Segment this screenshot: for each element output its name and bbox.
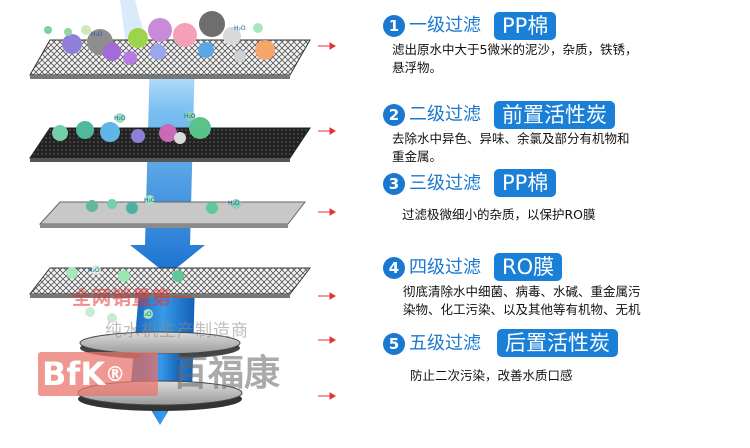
stage-5-number: 5 — [383, 333, 405, 355]
arrow-2 — [318, 127, 336, 135]
molecule-label: H₂O — [140, 311, 152, 318]
stage-3-number: 3 — [383, 173, 405, 195]
watermark-subtitle: 纯水机生产制造商 — [105, 321, 249, 341]
molecule-label: H₂O — [234, 25, 246, 32]
layer-3-pp-cotton — [38, 201, 307, 225]
stage-1-description: 滤出原水中大于5微米的泥沙，杂质，铁锈， 悬浮物。 — [392, 41, 637, 77]
description-line: 过滤极微细小的杂质，以保护RO膜 — [402, 207, 596, 222]
stage-2-title: 二级过滤 — [409, 104, 481, 125]
arrow-5 — [318, 336, 336, 344]
stage-4-media-badge: RO膜 — [494, 253, 563, 281]
logo-registered-mark: ® — [105, 362, 126, 386]
water-flow-column — [130, 55, 205, 275]
molecule-label: H₂O — [184, 113, 196, 120]
description-line: 彻底清除水中细菌、病毒、水碱、重金属污 — [403, 284, 641, 299]
stage-2-description: 去除水中异色、异味、余氯及部分有机物和 重金属。 — [392, 130, 630, 166]
watermark-brand: 百福康 — [172, 353, 281, 394]
description-line: 滤出原水中大于5微米的泥沙，杂质，铁锈， — [392, 42, 638, 57]
description-line: 悬浮物。 — [392, 60, 443, 75]
filtration-diagram: H₂O H₂O H₂O H₂O H₂O H₂O H₂O H₂O — [28, 0, 336, 425]
stage-3-media-badge: PP棉 — [494, 169, 557, 197]
stage-2-number: 2 — [383, 104, 405, 126]
molecules-layer-3 — [86, 195, 241, 214]
stage-4-description: 彻底清除水中细菌、病毒、水碱、重金属污 染物、化工污染、以及其他等有机物、无机 — [403, 283, 641, 319]
description-line: 防止二次污染，改善水质口感 — [410, 368, 573, 383]
stage-3-title: 三级过滤 — [409, 173, 481, 194]
stage-5-media-badge: 后置活性炭 — [497, 329, 618, 357]
arrow-3 — [318, 208, 336, 216]
watermark-slogan: 全网销量第一 — [72, 287, 193, 309]
arrow-1 — [318, 42, 336, 50]
watermark-logo-box — [38, 352, 158, 396]
stage-5-description: 防止二次污染，改善水质口感 — [410, 367, 573, 385]
molecule-label: H₂O — [91, 31, 103, 38]
stage-2-media-badge: 前置活性炭 — [494, 101, 615, 129]
logo-text: BfK — [42, 355, 106, 393]
stage-5-title: 五级过滤 — [409, 333, 481, 354]
molecules-layer-4 — [66, 265, 184, 323]
stage-1-media-badge: PP棉 — [494, 12, 557, 40]
molecules-layer-1 — [44, 11, 275, 65]
arrow-6 — [318, 392, 336, 400]
arrow-4 — [318, 292, 336, 300]
stage-3-description: 过滤极微细小的杂质，以保护RO膜 — [402, 206, 596, 224]
molecule-label: H₂O — [144, 197, 156, 204]
stage-1-title: 一级过滤 — [409, 15, 481, 36]
molecule-label: H₂O — [228, 200, 240, 207]
description-line: 去除水中异色、异味、余氯及部分有机物和 — [392, 131, 630, 146]
molecules-layer-2 — [52, 111, 211, 144]
description-line: 染物、化工污染、以及其他等有机物、无机 — [403, 302, 641, 317]
stage-1-number: 1 — [383, 15, 405, 37]
molecule-label: H₂O — [114, 115, 126, 122]
stage-4-title: 四级过滤 — [409, 257, 481, 278]
stage-4-number: 4 — [383, 257, 405, 279]
watermark-logo: BfK® — [42, 352, 125, 396]
molecule-label: H₂O — [88, 267, 100, 274]
description-line: 重金属。 — [392, 149, 443, 164]
